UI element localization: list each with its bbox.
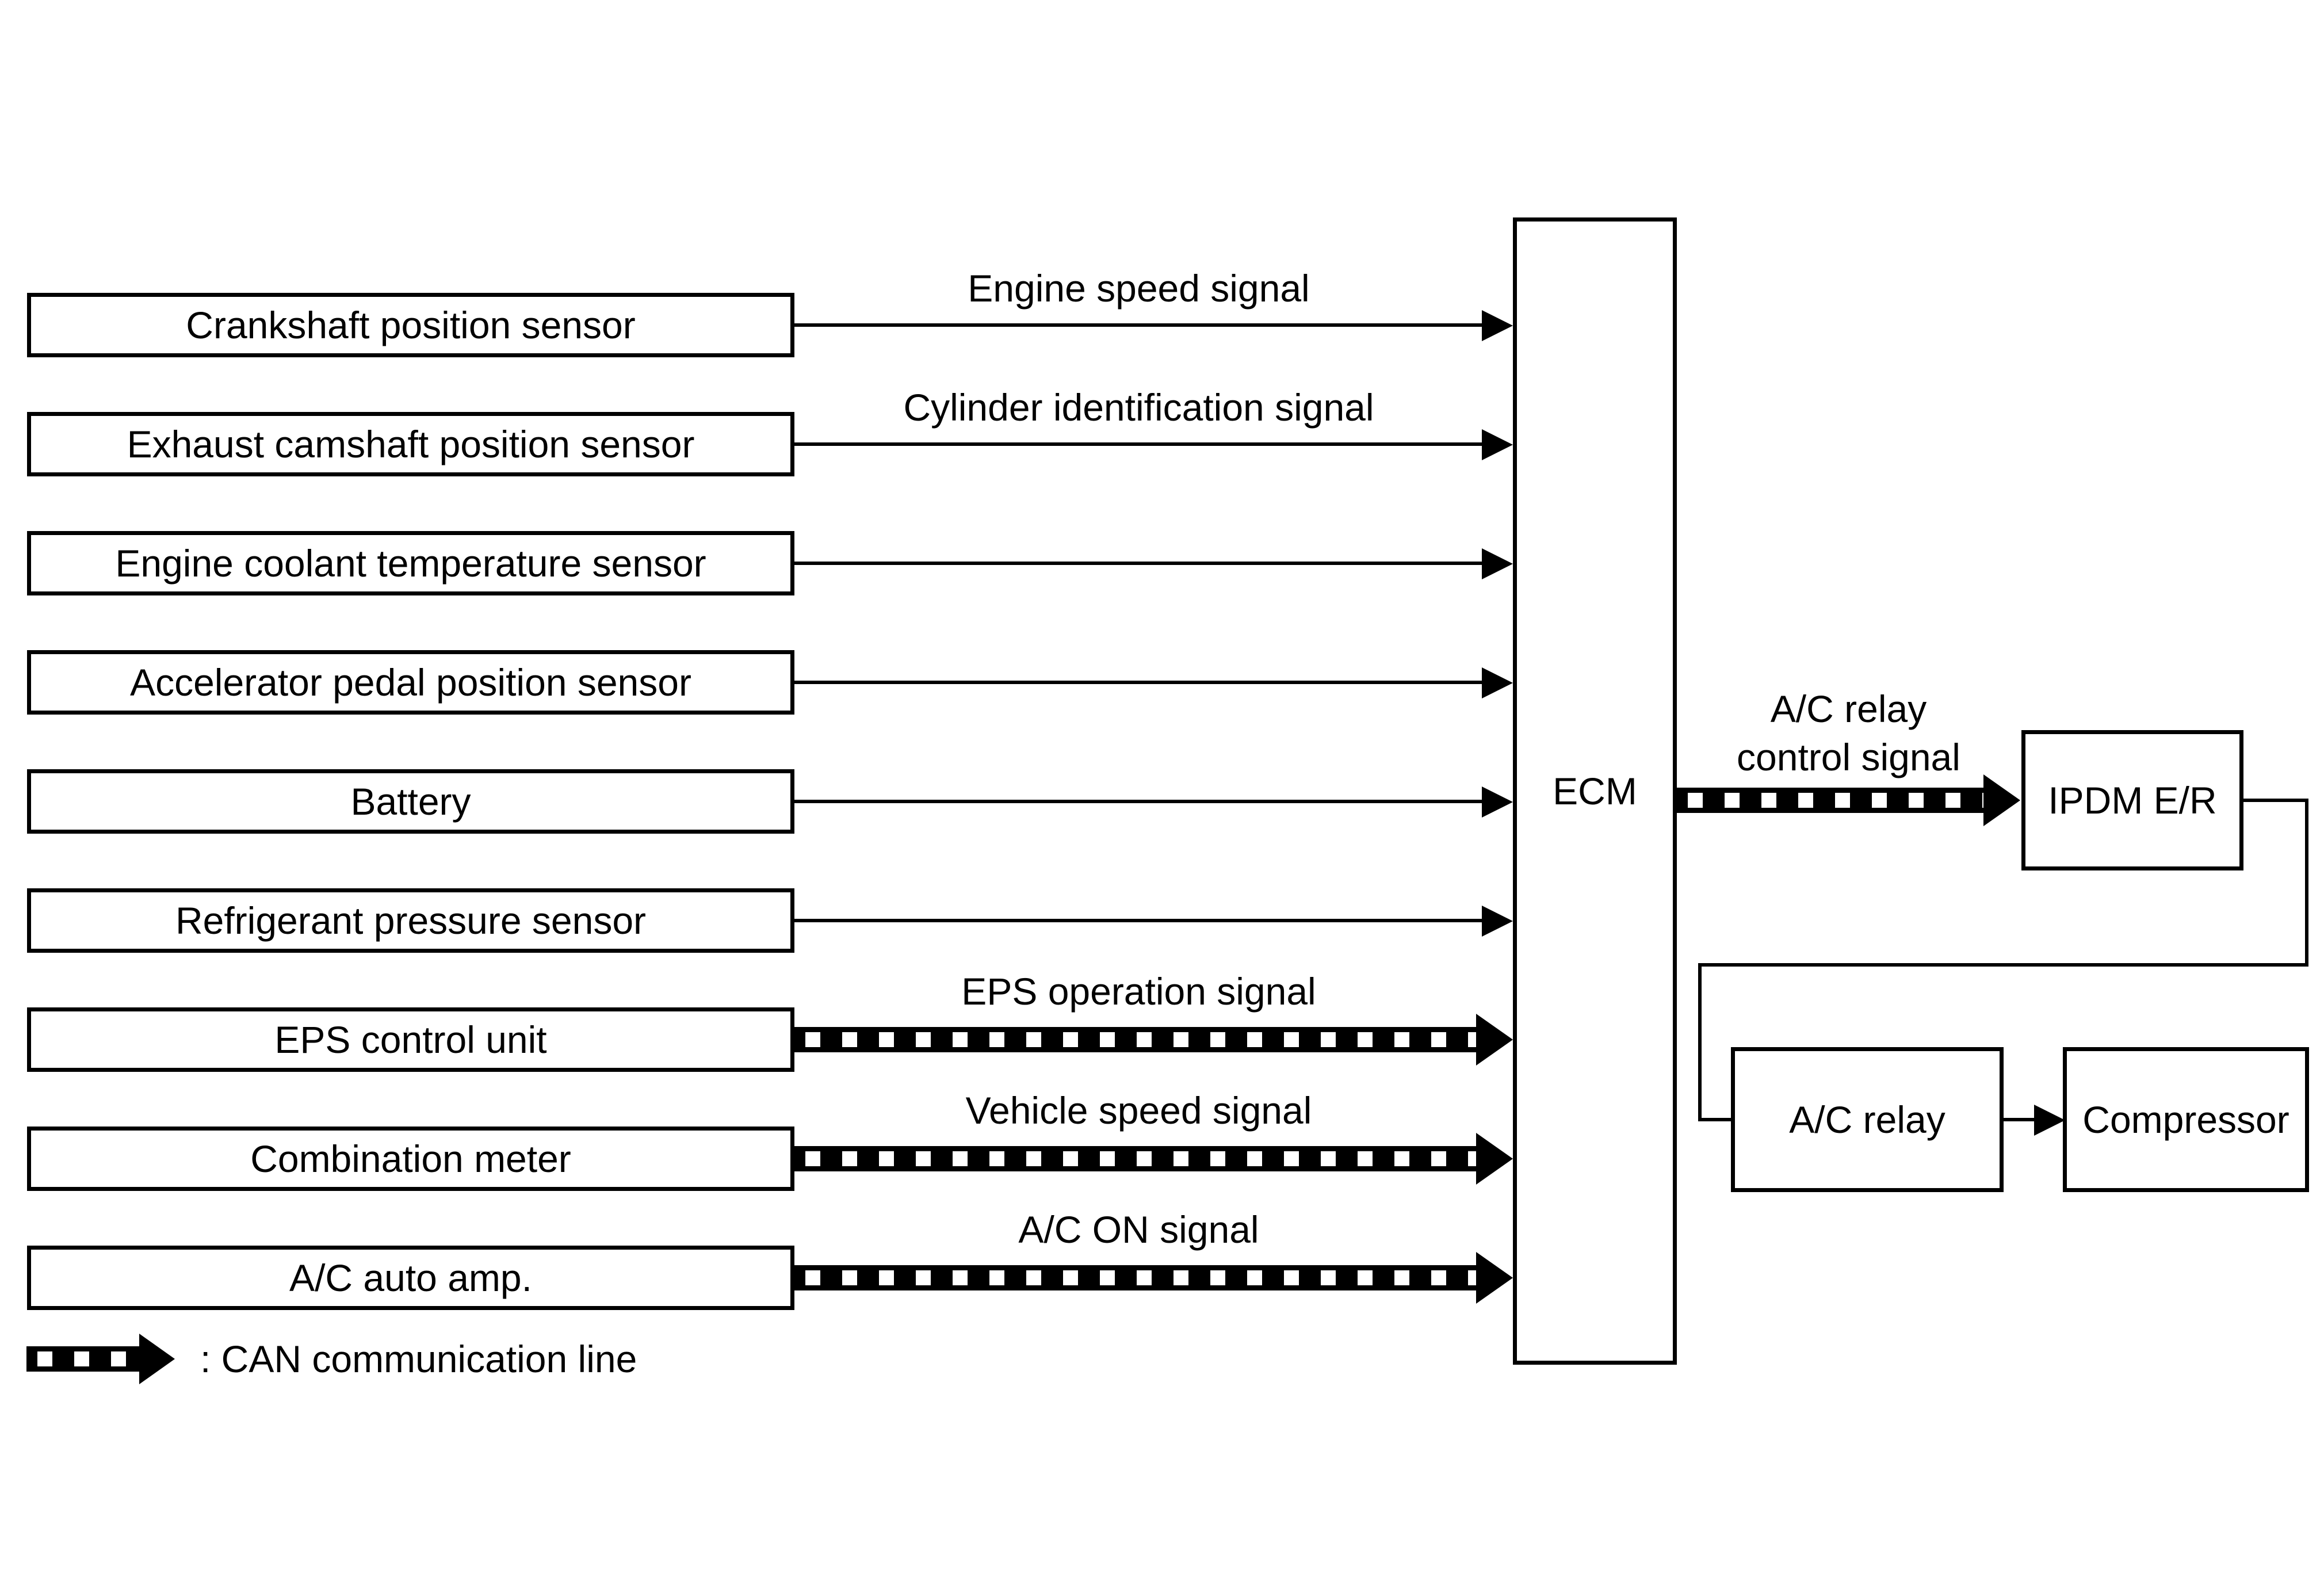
source-box-accelerator-pedal-position-sensor: Accelerator pedal position sensor bbox=[27, 650, 794, 715]
can-arrow-line-vehicle-speed bbox=[794, 1146, 1476, 1171]
solid-arrowhead-engine-speed bbox=[1482, 310, 1513, 341]
can-arrow-line-eps-operation bbox=[794, 1027, 1476, 1052]
can-legend-sample-line bbox=[26, 1346, 139, 1372]
solid-arrow-line-accelerator-pedal-position bbox=[794, 681, 1483, 684]
box-label: Accelerator pedal position sensor bbox=[130, 661, 691, 704]
can-arrowhead-eps-operation bbox=[1476, 1014, 1513, 1066]
solid-arrow-line-refrigerant-pressure bbox=[794, 919, 1483, 922]
source-box-refrigerant-pressure-sensor: Refrigerant pressure sensor bbox=[27, 888, 794, 953]
source-box-battery: Battery bbox=[27, 769, 794, 834]
ecm-box: ECM bbox=[1513, 217, 1677, 1365]
ipdm-er-box: IPDM E/R bbox=[2021, 730, 2243, 870]
ac-relay-box: A/C relay bbox=[1731, 1047, 2004, 1192]
box-label: Combination meter bbox=[250, 1137, 571, 1180]
solid-arrowhead-relay-to-compressor bbox=[2034, 1105, 2065, 1136]
compressor-box: Compressor bbox=[2063, 1047, 2309, 1192]
solid-arrowhead-battery bbox=[1482, 786, 1513, 818]
ecm-label: ECM bbox=[1553, 770, 1637, 812]
source-box-ac-auto-amp: A/C auto amp. bbox=[27, 1246, 794, 1310]
can-arrowhead-ac-relay-control bbox=[1983, 774, 2020, 826]
source-box-crankshaft-position-sensor: Crankshaft position sensor bbox=[27, 293, 794, 357]
box-label: Exhaust camshaft position sensor bbox=[127, 423, 695, 465]
signal-label-ac-relay-control: A/C relay control signal bbox=[1677, 685, 2020, 781]
can-arrow-line-ac-on bbox=[794, 1265, 1476, 1290]
solid-arrowhead-refrigerant-pressure bbox=[1482, 906, 1513, 937]
signal-label-vehicle-speed: Vehicle speed signal bbox=[965, 1089, 1312, 1132]
ipdm-to-relay-wire-segment-3 bbox=[1698, 963, 2308, 967]
solid-arrow-line-relay-to-compressor bbox=[2004, 1118, 2035, 1121]
source-box-engine-coolant-temperature-sensor: Engine coolant temperature sensor bbox=[27, 531, 794, 595]
compressor-label: Compressor bbox=[2082, 1098, 2289, 1141]
source-box-exhaust-camshaft-position-sensor: Exhaust camshaft position sensor bbox=[27, 412, 794, 476]
signal-label-line1: A/C relay bbox=[1770, 688, 1927, 730]
can-arrowhead-ac-on bbox=[1476, 1252, 1513, 1304]
ipdm-to-relay-wire-segment-4 bbox=[1698, 963, 1702, 1121]
solid-arrow-line-cylinder-identification bbox=[794, 442, 1483, 446]
source-box-combination-meter: Combination meter bbox=[27, 1127, 794, 1191]
ac-relay-label: A/C relay bbox=[1789, 1098, 1945, 1141]
signal-label-cylinder-identification: Cylinder identification signal bbox=[903, 386, 1374, 429]
solid-arrowhead-engine-coolant-temperature bbox=[1482, 548, 1513, 579]
solid-arrow-line-engine-coolant-temperature bbox=[794, 562, 1483, 565]
box-label: Refrigerant pressure sensor bbox=[175, 899, 647, 942]
box-label: Engine coolant temperature sensor bbox=[115, 542, 706, 585]
box-label: A/C auto amp. bbox=[289, 1257, 532, 1299]
box-label: EPS control unit bbox=[274, 1018, 547, 1061]
ipdm-to-relay-wire-segment-2 bbox=[2305, 799, 2308, 967]
box-label: Crankshaft position sensor bbox=[186, 304, 636, 346]
ipdm-to-relay-wire-segment-5 bbox=[1698, 1118, 1733, 1121]
ipdm-to-relay-wire-segment-1 bbox=[2243, 799, 2308, 802]
ipdm-er-label: IPDM E/R bbox=[2048, 779, 2217, 822]
solid-arrowhead-accelerator-pedal-position bbox=[1482, 667, 1513, 698]
can-arrowhead-vehicle-speed bbox=[1476, 1133, 1513, 1185]
solid-arrowhead-cylinder-identification bbox=[1482, 429, 1513, 460]
can-legend-text: : CAN communication line bbox=[200, 1338, 637, 1380]
solid-arrow-line-battery bbox=[794, 800, 1483, 803]
can-arrow-line-ac-relay-control bbox=[1677, 788, 1983, 813]
signal-label-eps-operation: EPS operation signal bbox=[961, 970, 1316, 1013]
signal-label-engine-speed: Engine speed signal bbox=[968, 267, 1310, 310]
signal-label-line2: control signal bbox=[1737, 736, 1960, 778]
box-label: Battery bbox=[350, 780, 471, 823]
solid-arrow-line-engine-speed bbox=[794, 323, 1483, 327]
source-box-eps-control-unit: EPS control unit bbox=[27, 1007, 794, 1072]
signal-label-ac-on: A/C ON signal bbox=[1018, 1208, 1259, 1251]
can-legend-sample-arrowhead bbox=[139, 1334, 175, 1384]
